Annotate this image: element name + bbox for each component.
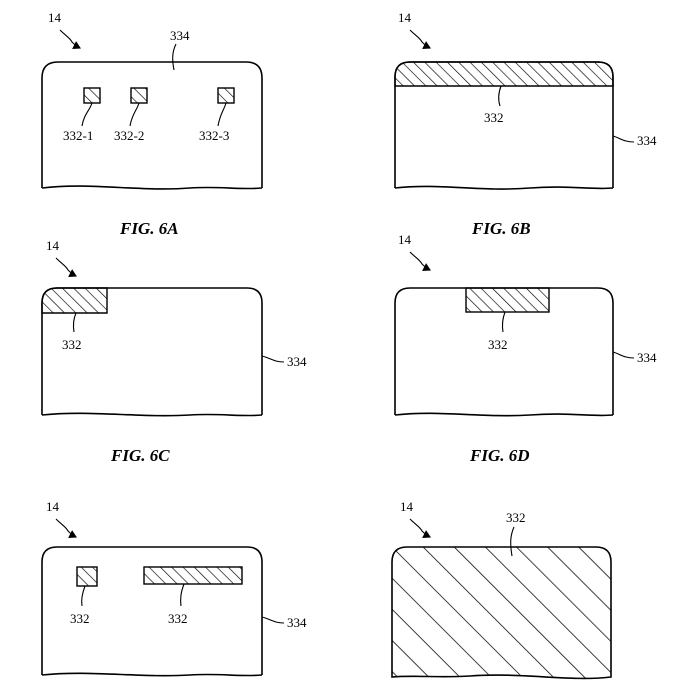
housing-outline: [41, 287, 263, 415]
patch-2-label: 332-2: [114, 128, 144, 143]
device-arrow: [55, 257, 77, 277]
device-arrow: [55, 518, 77, 538]
housing-label: 334: [287, 615, 307, 630]
region-label: 332: [488, 337, 508, 352]
housing-leader: [612, 135, 635, 143]
housing-break-line: [394, 412, 614, 417]
region-leader: [498, 85, 502, 107]
housing-label: 334: [637, 133, 657, 148]
hatched-patch: [76, 566, 98, 587]
figure-6b: 14 332 334 FIG. 6B: [394, 10, 657, 238]
housing-label: 334: [287, 354, 307, 369]
figure-caption: FIG. 6C: [110, 446, 170, 465]
housing-outline: [41, 546, 263, 675]
housing-label: 334: [637, 350, 657, 365]
figure-6c: 14 332 334 FIG. 6C: [41, 238, 307, 465]
device-arrow: [409, 251, 431, 271]
device-arrow: [409, 518, 431, 538]
hatched-band: [394, 61, 614, 87]
housing-break-line: [41, 185, 263, 190]
region-label: 332: [506, 510, 526, 525]
region-leader: [72, 312, 77, 333]
patch-3: [217, 87, 235, 104]
housing-label: 334: [170, 28, 190, 43]
strip-label: 332: [168, 611, 188, 626]
patch-3-leader: [217, 102, 227, 127]
patch-2: [130, 87, 148, 104]
housing-break-line: [41, 672, 263, 677]
device-label: 14: [48, 10, 62, 25]
housing-outline: [41, 61, 263, 188]
region-label: 332: [62, 337, 82, 352]
housing-leader: [612, 351, 635, 359]
device-label: 14: [46, 238, 60, 253]
device-arrow: [409, 29, 431, 49]
region-label: 332: [484, 110, 504, 125]
figure-caption: FIG. 6D: [469, 446, 530, 465]
housing-leader: [261, 616, 285, 624]
patch-label: 332: [70, 611, 90, 626]
strip-leader: [180, 583, 185, 607]
device-label: 14: [398, 10, 412, 25]
hatched-center-region: [465, 287, 550, 313]
housing-break-line: [41, 412, 263, 417]
device-label: 14: [400, 499, 414, 514]
figure-6e: 14 332 332 334: [41, 499, 307, 677]
region-leader: [501, 311, 506, 333]
patch-1-label: 332-1: [63, 128, 93, 143]
hatched-strip: [143, 566, 243, 585]
patch-3-label: 332-3: [199, 128, 229, 143]
patch-1-leader: [81, 102, 93, 127]
patch-2-leader: [129, 102, 140, 127]
device-label: 14: [398, 232, 412, 247]
hatched-corner-region: [41, 287, 108, 314]
patch-1: [83, 87, 101, 104]
housing-leader: [172, 43, 177, 71]
patch-leader: [81, 585, 86, 607]
figure-6f: 14 332: [391, 499, 612, 680]
figure-caption: FIG. 6A: [119, 219, 179, 238]
housing-leader: [261, 355, 285, 363]
figure-6d: 14 332 334 FIG. 6D: [394, 232, 657, 465]
device-arrow: [59, 29, 81, 49]
region-leader: [510, 526, 515, 557]
figure-caption: FIG. 6B: [471, 219, 531, 238]
housing-outline: [394, 287, 614, 415]
figure-6a: 14 334 332-1 332-2 332-3 FIG. 6A: [41, 10, 263, 238]
fully-hatched-housing: [391, 546, 612, 680]
housing-outline: [394, 61, 614, 188]
device-label: 14: [46, 499, 60, 514]
housing-break-line: [394, 185, 614, 190]
